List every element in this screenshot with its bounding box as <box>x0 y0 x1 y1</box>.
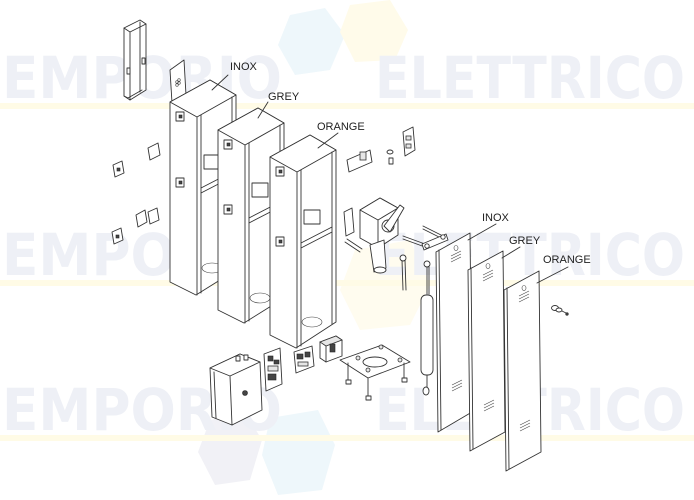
cabinet-orange <box>269 134 337 349</box>
leader-line <box>501 246 521 259</box>
lock-cylinder <box>551 305 569 316</box>
watermark-hex <box>278 8 345 75</box>
watermark-text-right: ELETTRICO <box>375 44 685 112</box>
door-panel-grey <box>467 250 506 452</box>
label-cabinet-grey: GREY <box>268 91 300 103</box>
control-board <box>263 347 283 392</box>
door-panel-orange <box>503 270 542 472</box>
leader-line <box>467 223 497 241</box>
limit-switch-bracket <box>346 126 416 173</box>
watermark-stripe <box>0 435 694 441</box>
leader-line <box>536 266 569 284</box>
label-panel-grey: GREY <box>509 235 541 247</box>
label-panel-orange: ORANGE <box>543 254 591 266</box>
cable-glands <box>111 142 161 245</box>
watermark-stripe <box>0 280 694 286</box>
receiver-board <box>293 345 315 374</box>
label-cabinet-orange: ORANGE <box>317 121 365 133</box>
label-cabinet-inox: INOX <box>230 61 258 73</box>
transformer <box>319 335 343 363</box>
watermark-hex <box>198 412 262 485</box>
mounting-bracket <box>123 19 147 101</box>
foundation-plate <box>339 344 411 401</box>
leader-line <box>317 132 339 149</box>
leader-line <box>257 101 269 119</box>
release-lever <box>343 207 363 253</box>
control-box <box>209 353 263 426</box>
watermark-stripe <box>0 103 694 109</box>
door-panel-inox <box>435 232 473 433</box>
spring-balancing-rods <box>399 225 449 291</box>
leader-line <box>211 74 229 91</box>
cabinet-grey <box>217 107 285 324</box>
watermark-hex <box>262 410 335 495</box>
label-panel-inox: INOX <box>482 212 510 224</box>
gas-spring <box>420 260 434 396</box>
watermark-hex <box>340 0 408 62</box>
gear-motor <box>359 197 405 274</box>
